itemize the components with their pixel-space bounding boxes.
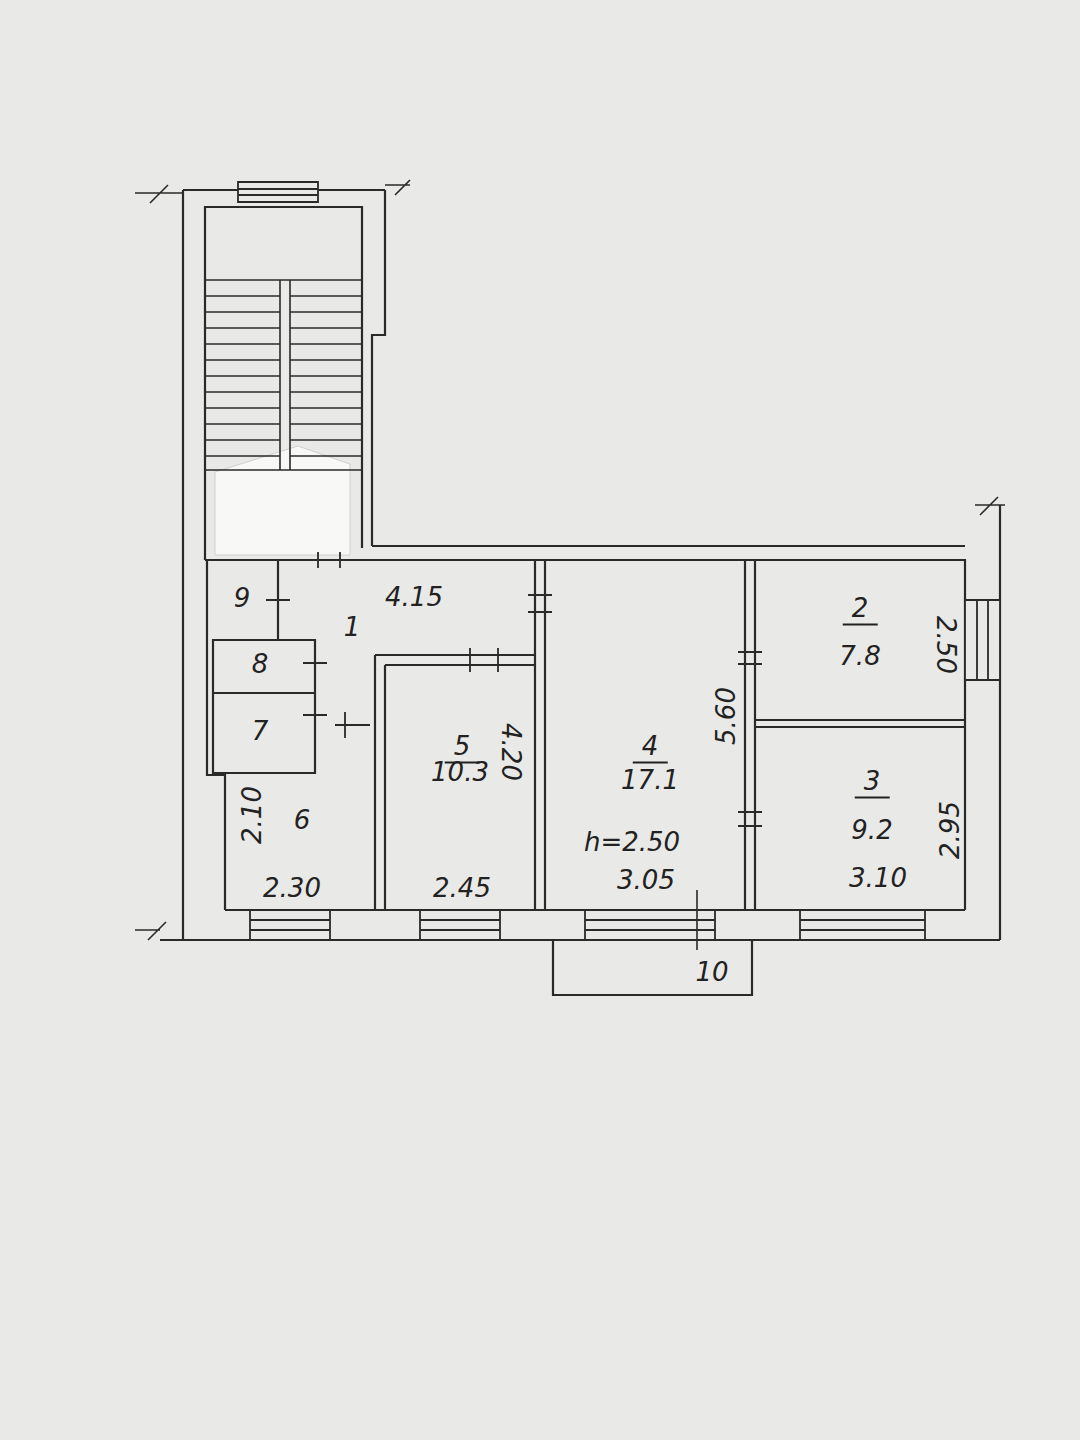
room-dimension: 4.20 (498, 723, 524, 781)
torn-paper (215, 446, 350, 555)
window-symbols (238, 182, 1000, 940)
room-dimension: 9.2 (851, 817, 892, 843)
room-dimension: 10.3 (431, 759, 489, 785)
room: 3 9.2 2.95 3.10 (755, 727, 965, 910)
room-dimension: 3.05 (617, 867, 675, 893)
room-dimension: 5.60 (713, 687, 739, 745)
stairs (205, 280, 362, 470)
room-dimension: 2.95 (937, 801, 963, 859)
door-ticks (266, 552, 762, 826)
room-dimension: 7.8 (839, 643, 880, 669)
room-number: 8 (252, 651, 269, 677)
room: 2 7.8 2.50 (755, 565, 965, 720)
room-dimension: 2.45 (433, 875, 491, 901)
room: 7 (213, 693, 315, 773)
room-dimension: h=2.50 (584, 829, 680, 855)
balcony-dimension: 10 (695, 959, 728, 985)
room-dimension: 4.15 (385, 584, 443, 610)
room: 8 (213, 640, 315, 693)
room-number: 4 (633, 733, 668, 764)
room-number: 3 (855, 768, 890, 799)
room: 510.34.202.45 (385, 665, 535, 910)
room-number: 2 (843, 595, 878, 626)
room-dimension: 2.30 (263, 875, 321, 901)
room-dimension: 2.50 (933, 616, 959, 674)
room: 4 17.1 5.60 h=2.50 3.05 (545, 565, 745, 910)
dimension-lines (135, 180, 1005, 950)
room-dimension: 2.10 (239, 786, 265, 844)
room: 6 2.10 2.30 (225, 775, 375, 910)
room-dimension: 17.1 (621, 767, 679, 793)
room-number: 9 (234, 585, 251, 611)
room-number: 1 (344, 614, 361, 640)
wall-lines (160, 190, 1000, 995)
room: 9 (205, 565, 278, 640)
room: 14.15 (278, 565, 535, 655)
room-number: 7 (252, 718, 269, 744)
room-number: 6 (294, 807, 311, 833)
room-dimension: 3.10 (849, 865, 907, 891)
